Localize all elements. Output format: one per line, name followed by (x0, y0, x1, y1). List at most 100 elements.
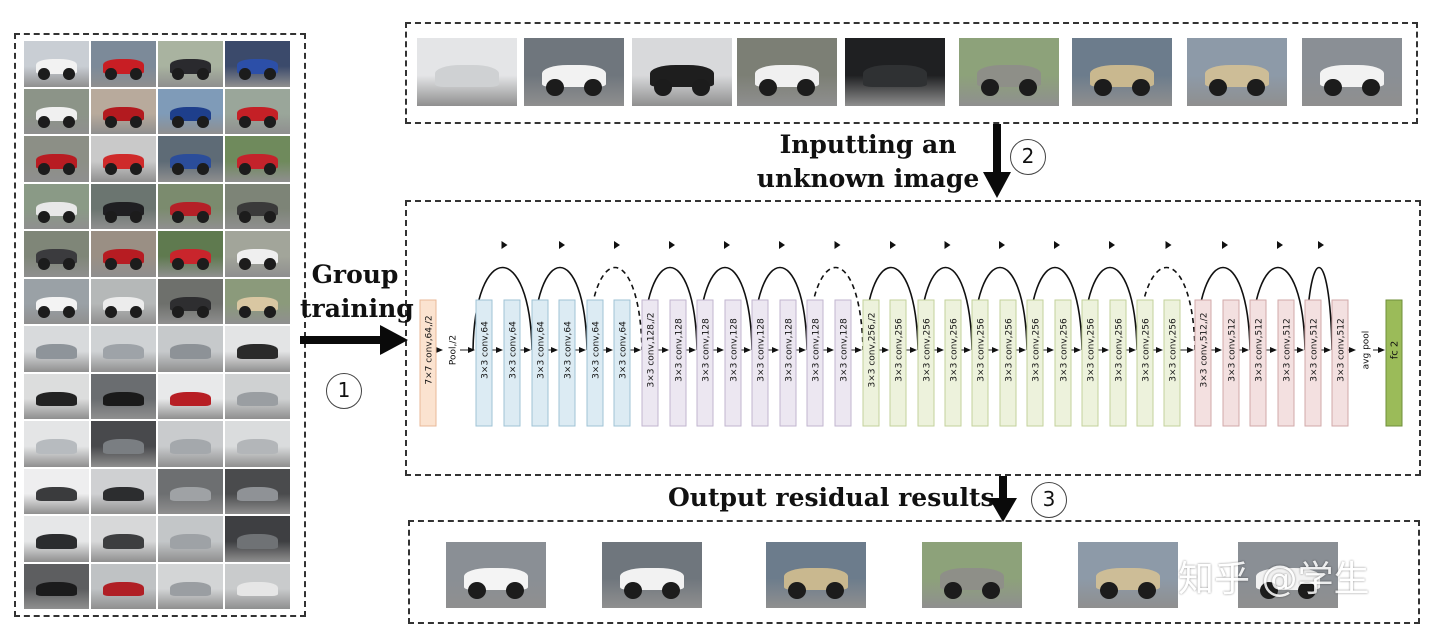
layer-label: 3×3 conv,512 (1255, 318, 1265, 381)
group-training-line1: Group (311, 260, 399, 289)
training-images-panel (14, 33, 306, 617)
training-thumbnail (91, 183, 156, 229)
pool-label-bg (1358, 318, 1372, 382)
training-thumbnail (24, 468, 89, 514)
conv-layer-box (889, 299, 907, 427)
inputting-label: Inputting an unknown image (752, 128, 984, 196)
layer-label: 3×3 conv,64 (592, 321, 602, 379)
training-thumbnail (158, 373, 223, 419)
training-thumbnail (225, 468, 290, 514)
training-thumbnail (225, 136, 290, 182)
conv-layer-box (806, 299, 824, 427)
input-images-panel (405, 22, 1418, 124)
training-thumbnail (24, 563, 89, 609)
conv-layer-box (1026, 299, 1044, 427)
training-thumbnail (24, 421, 89, 467)
step-2-badge: 2 (1010, 139, 1046, 175)
conv-layer-box (419, 299, 437, 427)
training-thumbnail (91, 231, 156, 277)
layer-label: 3×3 conv,64 (564, 321, 574, 379)
shortcut-arrowhead (1277, 241, 1283, 249)
conv-layer-box (1222, 299, 1240, 427)
inputting-line1: Inputting an (779, 130, 957, 159)
shortcut-arrowhead (614, 241, 620, 249)
layer-label: 3×3 conv,128 (785, 318, 795, 382)
training-thumbnail (158, 183, 223, 229)
training-thumbnail (24, 41, 89, 87)
training-thumbnail (91, 421, 156, 467)
conv-layer-box (503, 299, 521, 427)
conv-layer-box (641, 299, 659, 427)
shortcut-arrowhead (559, 241, 565, 249)
output-results-label: Output residual results (668, 483, 995, 512)
shortcut-arrowhead (669, 241, 675, 249)
layer-label: 3×3 conv,512 (1228, 318, 1238, 381)
input-thumbnail (845, 38, 945, 106)
input-thumbnail (632, 38, 732, 106)
training-thumbnail (24, 183, 89, 229)
conv-layer-box (834, 299, 852, 427)
shortcut-arrowhead (944, 241, 951, 249)
training-thumbnail (24, 88, 89, 134)
layer-label: 3×3 conv,256 (1005, 318, 1015, 382)
input-thumbnail (959, 38, 1059, 106)
training-thumbnail (158, 88, 223, 134)
output-thumbnail (602, 542, 702, 608)
input-thumbnail (1302, 38, 1402, 106)
shortcut-arrowhead (1165, 241, 1172, 249)
training-thumbnail (158, 563, 223, 609)
shortcut-arrowhead (501, 241, 508, 249)
output-thumbnail (1078, 542, 1178, 608)
training-thumbnail (91, 278, 156, 324)
network-panel (405, 200, 1421, 476)
training-thumbnail (91, 468, 156, 514)
output-thumbnail (766, 542, 866, 608)
resnet-architecture-diagram: 7×7 conv,64,/2 Pool,/2 3×3 conv,64 3×3 conv… (419, 241, 1403, 427)
layer-label: Pool,/2 (449, 335, 459, 365)
training-thumbnail (225, 41, 290, 87)
training-thumbnail (225, 231, 290, 277)
layer-label: 3×3 conv,256 (950, 318, 960, 382)
training-thumbnail (91, 41, 156, 87)
conv-layer-box (1081, 299, 1099, 427)
layer-label: 3×3 conv,256 (1060, 318, 1070, 382)
layer-label: 3×3 conv,64 (481, 321, 491, 379)
layer-label: 3×3 conv,128 (812, 318, 822, 382)
input-thumbnail (524, 38, 624, 106)
layer-label: 7×7 conv,64,/2 (425, 315, 435, 384)
layer-label: 3×3 conv,256 (1032, 318, 1042, 382)
training-thumbnail (225, 373, 290, 419)
input-thumbnail (417, 38, 517, 106)
inputting-line2: unknown image (756, 164, 980, 193)
shortcut-arrowhead (834, 241, 841, 249)
shortcut-arrowhead (724, 241, 730, 249)
conv-layer-box (1249, 299, 1267, 427)
input-thumbnail (1072, 38, 1172, 106)
input-thumbnail (1187, 38, 1287, 106)
layer-label: 3×3 conv,128 (757, 318, 767, 382)
training-thumbnail (225, 421, 290, 467)
training-thumbnail (24, 326, 89, 372)
conv-layer-box (751, 299, 769, 427)
layer-label: 3×3 conv,64 (619, 321, 629, 379)
layer-label: 3×3 conv,256 (1087, 318, 1097, 382)
training-thumbnail (225, 183, 290, 229)
conv-layer-box (1163, 299, 1181, 427)
training-thumbnail (24, 278, 89, 324)
conv-layer-box (1277, 299, 1295, 427)
conv-layer-box (862, 299, 880, 427)
training-thumbnail (91, 88, 156, 134)
layer-label: 3×3 conv,64 (537, 321, 547, 379)
shortcut-arrowhead (1054, 241, 1060, 249)
layer-label: 3×3 conv,256 (977, 318, 987, 382)
shortcut-arrowhead (999, 241, 1005, 249)
training-thumbnail (158, 231, 223, 277)
training-thumbnail (91, 563, 156, 609)
training-thumbnail (158, 41, 223, 87)
layer-label: 3×3 conv,512 (1310, 318, 1320, 381)
output-down-arrow (989, 476, 1017, 522)
zhihu-watermark: 知乎 @学生 (1178, 559, 1370, 600)
conv-layer-box (779, 299, 797, 427)
input-thumbnail (737, 38, 837, 106)
shortcut-arrowhead (1109, 241, 1115, 249)
